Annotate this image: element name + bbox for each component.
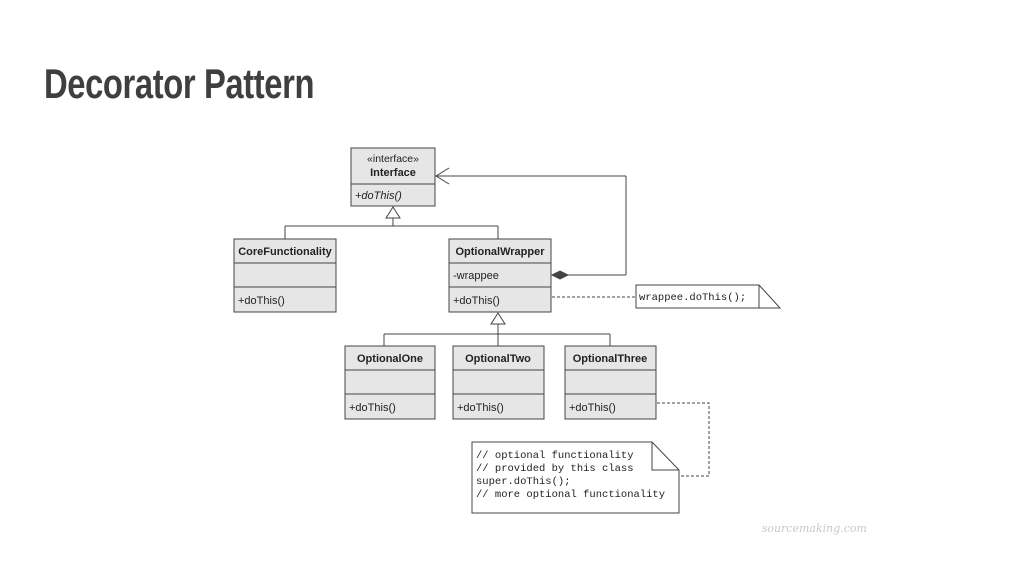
wrapper-operation-compartment	[448, 286, 552, 313]
core-name-compartment	[233, 238, 337, 264]
wrapper-note: wrappee.doThis();	[552, 284, 782, 309]
wrapper-attribute: -wrappee	[453, 270, 499, 282]
inheritance-arrowhead-wrapper	[490, 312, 506, 325]
optional-two-name-compartment	[452, 345, 545, 371]
wrapper-operation: +doThis()	[453, 295, 500, 307]
optional-two-operation-compartment	[452, 393, 545, 420]
generalization-wrapper	[383, 312, 611, 346]
optional-one-attribute-compartment	[344, 369, 436, 395]
optional-note-line-4: // more optional functionality	[476, 489, 665, 501]
optional-three-class: OptionalThree +doThis()	[564, 345, 657, 420]
core-name: CoreFunctionality	[238, 246, 332, 258]
interface-operation-compartment	[350, 183, 436, 207]
slide-title: Decorator Pattern	[44, 60, 315, 107]
watermark: sourcemaking.com	[762, 522, 867, 535]
optional-three-attribute-compartment	[564, 369, 657, 395]
wrapper-note-text: wrappee.doThis();	[639, 292, 746, 304]
optional-note-line-3: super.doThis();	[476, 476, 571, 488]
interface-name: Interface	[370, 167, 416, 179]
wrapper-attribute-compartment	[448, 262, 552, 288]
interface-stereotype: «interface»	[367, 153, 419, 165]
optional-two-class: OptionalTwo +doThis()	[452, 345, 545, 420]
optional-three-operation: +doThis()	[569, 402, 616, 414]
optional-note: // optional functionality // provided by…	[471, 402, 710, 514]
optional-three-operation-compartment	[564, 393, 657, 420]
core-operation-compartment	[233, 286, 337, 313]
optional-two-operation: +doThis()	[457, 402, 504, 414]
generalization-interface	[284, 206, 499, 239]
optional-note-box	[471, 441, 680, 514]
core-functionality-class: CoreFunctionality +doThis()	[233, 238, 337, 313]
wrapper-name: OptionalWrapper	[455, 246, 545, 258]
core-operation: +doThis()	[238, 295, 285, 307]
optional-one-name-compartment	[344, 345, 436, 371]
optional-wrapper-class: OptionalWrapper -wrappee +doThis()	[448, 238, 552, 313]
interface-name-compartment	[350, 147, 436, 185]
composition-diamond	[550, 270, 570, 280]
composition-wrappee	[435, 167, 627, 280]
optional-three-name: OptionalThree	[573, 353, 648, 365]
optional-one-operation-compartment	[344, 393, 436, 420]
optional-two-name: OptionalTwo	[465, 353, 531, 365]
optional-two-attribute-compartment	[452, 369, 545, 395]
optional-one-name: OptionalOne	[357, 353, 423, 365]
association-arrowhead	[435, 167, 450, 185]
interface-operation: +doThis()	[355, 190, 402, 202]
wrapper-name-compartment	[448, 238, 552, 264]
optional-note-line-2: // provided by this class	[476, 463, 634, 475]
interface-class: «interface» Interface +doThis()	[350, 147, 436, 207]
optional-one-class: OptionalOne +doThis()	[344, 345, 436, 420]
optional-note-line-1: // optional functionality	[476, 450, 634, 462]
inheritance-arrowhead	[385, 206, 401, 219]
optional-one-operation: +doThis()	[349, 402, 396, 414]
core-attribute-compartment	[233, 262, 337, 288]
